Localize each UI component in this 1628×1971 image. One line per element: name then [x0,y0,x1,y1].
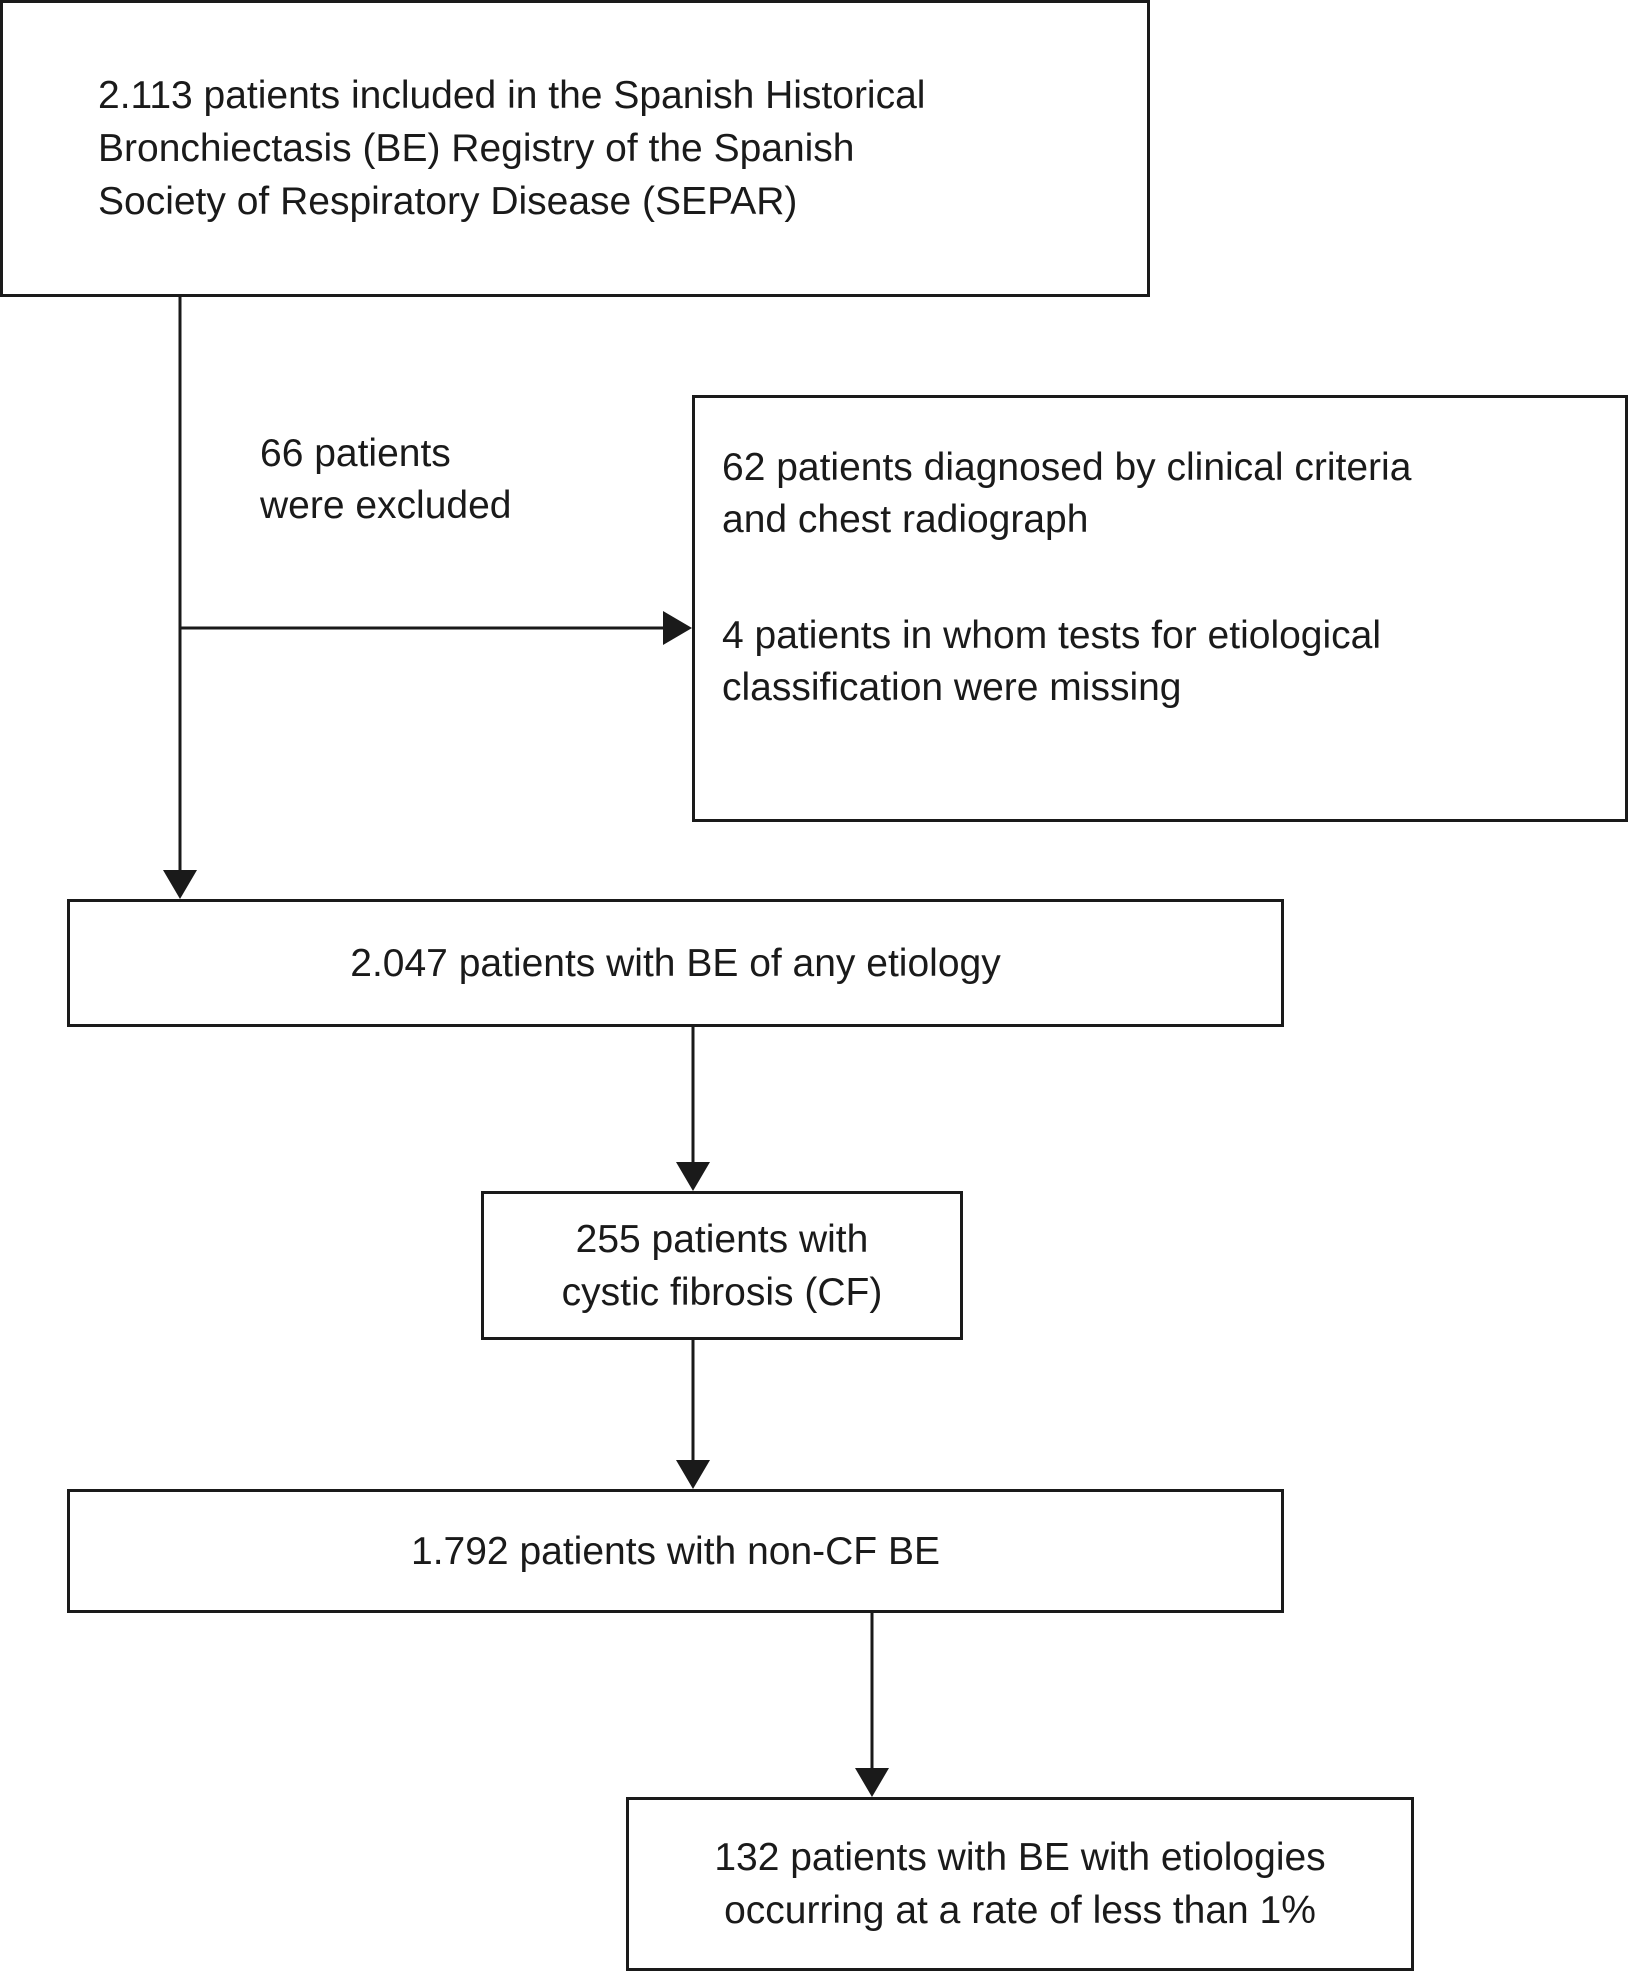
any-etiology-box: 2.047 patients with BE of any etiology [67,899,1284,1027]
rare-etiologies-text-line-2: occurring at a rate of less than 1% [724,1889,1316,1932]
excluded-reason-clinical-line-1: 62 patients diagnosed by clinical criter… [722,446,1412,489]
exclusion-label-line-2: were excluded [260,484,512,527]
excluded-reason-missing-line-2: classification were missing [722,666,1182,709]
registry-text-line-2: Bronchiectasis (BE) Registry of the Span… [98,127,855,170]
excluded-reason-missing-tests: 4 patients in whom tests for etiological… [722,610,1625,714]
exclusion-label-line-1: 66 patients [260,432,451,475]
excluded-reason-missing-line-1: 4 patients in whom tests for etiological [722,614,1382,657]
arrowhead-right-icon [663,611,692,645]
excluded-reason-clinical-line-2: and chest radiograph [722,498,1089,541]
arrowhead-down-icon [855,1768,889,1797]
excluded-reason-clinical: 62 patients diagnosed by clinical criter… [722,442,1625,546]
non-cf-text: 1.792 patients with non-CF BE [411,1529,940,1573]
registry-text-line-3: Society of Respiratory Disease (SEPAR) [98,180,798,223]
excluded-reasons-box: 62 patients diagnosed by clinical criter… [692,395,1628,822]
arrowhead-down-icon [676,1460,710,1489]
any-etiology-text: 2.047 patients with BE of any etiology [350,941,1001,985]
registry-box: 2.113 patients included in the Spanish H… [0,0,1150,297]
cf-text-line-1: 255 patients with [575,1217,869,1261]
cystic-fibrosis-box: 255 patients with cystic fibrosis (CF) [481,1191,963,1340]
arrowhead-down-icon [163,870,197,899]
cf-text-line-2: cystic fibrosis (CF) [561,1270,883,1314]
rare-etiologies-text-line-1: 132 patients with BE with etiologies [714,1836,1326,1879]
rare-etiologies-box: 132 patients with BE with etiologies occ… [626,1797,1414,1971]
arrowhead-down-icon [676,1162,710,1191]
registry-text-line-1: 2.113 patients included in the Spanish H… [98,74,926,117]
exclusion-label: 66 patients were excluded [260,428,511,532]
non-cf-box: 1.792 patients with non-CF BE [67,1489,1284,1613]
